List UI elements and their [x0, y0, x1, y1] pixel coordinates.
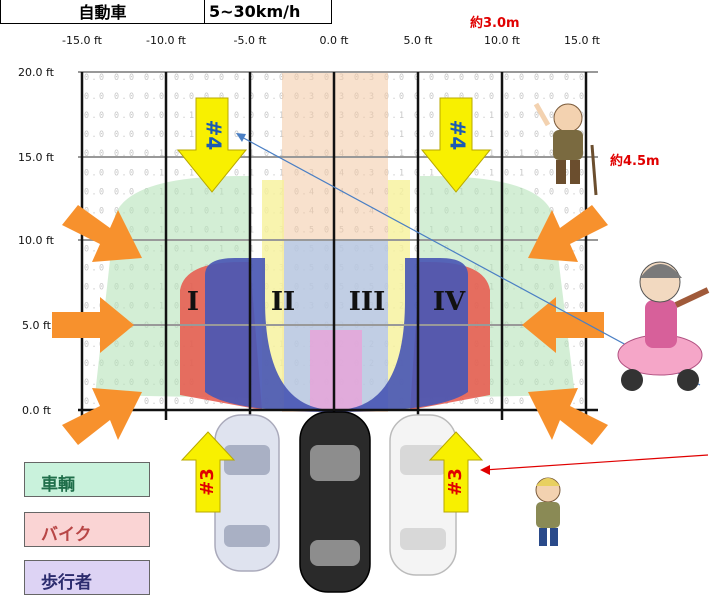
arrow-left-lower	[62, 388, 142, 445]
x-tick: -5.0 ft	[234, 34, 268, 47]
child-pedestrian-icon	[535, 477, 561, 546]
legend-label: 歩行者	[41, 573, 92, 593]
legend-pedestrian: 歩行者	[24, 560, 150, 595]
width-distance-label: 約3.0m	[470, 16, 520, 31]
zone-label-4: IV	[433, 287, 466, 317]
x-tick: -15.0 ft	[62, 34, 103, 47]
y-tick: 5.0 ft	[22, 319, 52, 332]
arrow-right-middle	[522, 297, 604, 353]
x-tick: 15.0 ft	[564, 34, 601, 47]
vehicle-speed-cell: 5~30km/h	[204, 0, 332, 24]
center-lanes	[262, 72, 410, 412]
zone-label-3: III	[349, 287, 386, 317]
axis-grid	[78, 71, 598, 420]
vehicle-type-cell: 自動車	[0, 0, 205, 24]
yellow-arrow-top-right: #4	[420, 97, 492, 193]
x-tick: 5.0 ft	[404, 34, 434, 47]
arrow-label: #4	[202, 120, 226, 151]
pointer-line-red	[483, 454, 709, 471]
yellow-arrow-bottom-right: #3	[428, 431, 484, 513]
depth-distance-label: 約4.5m	[610, 154, 660, 169]
y-tick: 10.0 ft	[18, 234, 55, 247]
legend-label: バイク	[41, 525, 92, 545]
x-tick: 0.0 ft	[320, 34, 350, 47]
arrowhead-blue	[236, 133, 246, 142]
x-tick: -10.0 ft	[146, 34, 187, 47]
legend-label: 車輌	[41, 475, 75, 495]
arrow-label: #4	[446, 120, 470, 151]
arrow-label: #3	[197, 468, 218, 496]
car-center-icon	[299, 411, 371, 593]
scooter-rider-icon	[617, 261, 710, 391]
x-tick: 10.0 ft	[484, 34, 521, 47]
y-tick: 0.0 ft	[22, 404, 52, 417]
y-tick: 15.0 ft	[18, 151, 55, 164]
arrow-label: #3	[445, 468, 466, 496]
arrow-left-middle	[52, 297, 134, 353]
pointer-line-blue	[237, 134, 701, 386]
zone-label-2: II	[271, 287, 295, 317]
zone-label-1: I	[187, 287, 199, 317]
yellow-arrow-top-left: #4	[176, 97, 248, 193]
arrow-right-upper	[528, 205, 608, 262]
arrow-right-lower	[528, 388, 608, 445]
y-tick: 20.0 ft	[18, 66, 55, 79]
speed-table: 自動車 5~30km/h	[0, 0, 332, 24]
elderly-man-icon	[533, 102, 598, 196]
legend-vehicle: 車輌	[24, 462, 150, 497]
pedestrian-zone	[205, 258, 468, 412]
car-left-icon	[214, 414, 280, 572]
x-axis-ticks: -15.0 ft -10.0 ft -5.0 ft 0.0 ft 5.0 ft …	[62, 34, 601, 47]
legend-bike: バイク	[24, 512, 150, 547]
lane-pink	[310, 330, 362, 410]
arrow-left-upper	[62, 205, 142, 262]
y-axis-ticks: 20.0 ft 15.0 ft 10.0 ft 5.0 ft 0.0 ft	[18, 66, 55, 417]
yellow-arrow-bottom-left: #3	[180, 431, 236, 513]
arrowhead-red	[480, 465, 490, 475]
sensor-arrows	[52, 205, 608, 445]
